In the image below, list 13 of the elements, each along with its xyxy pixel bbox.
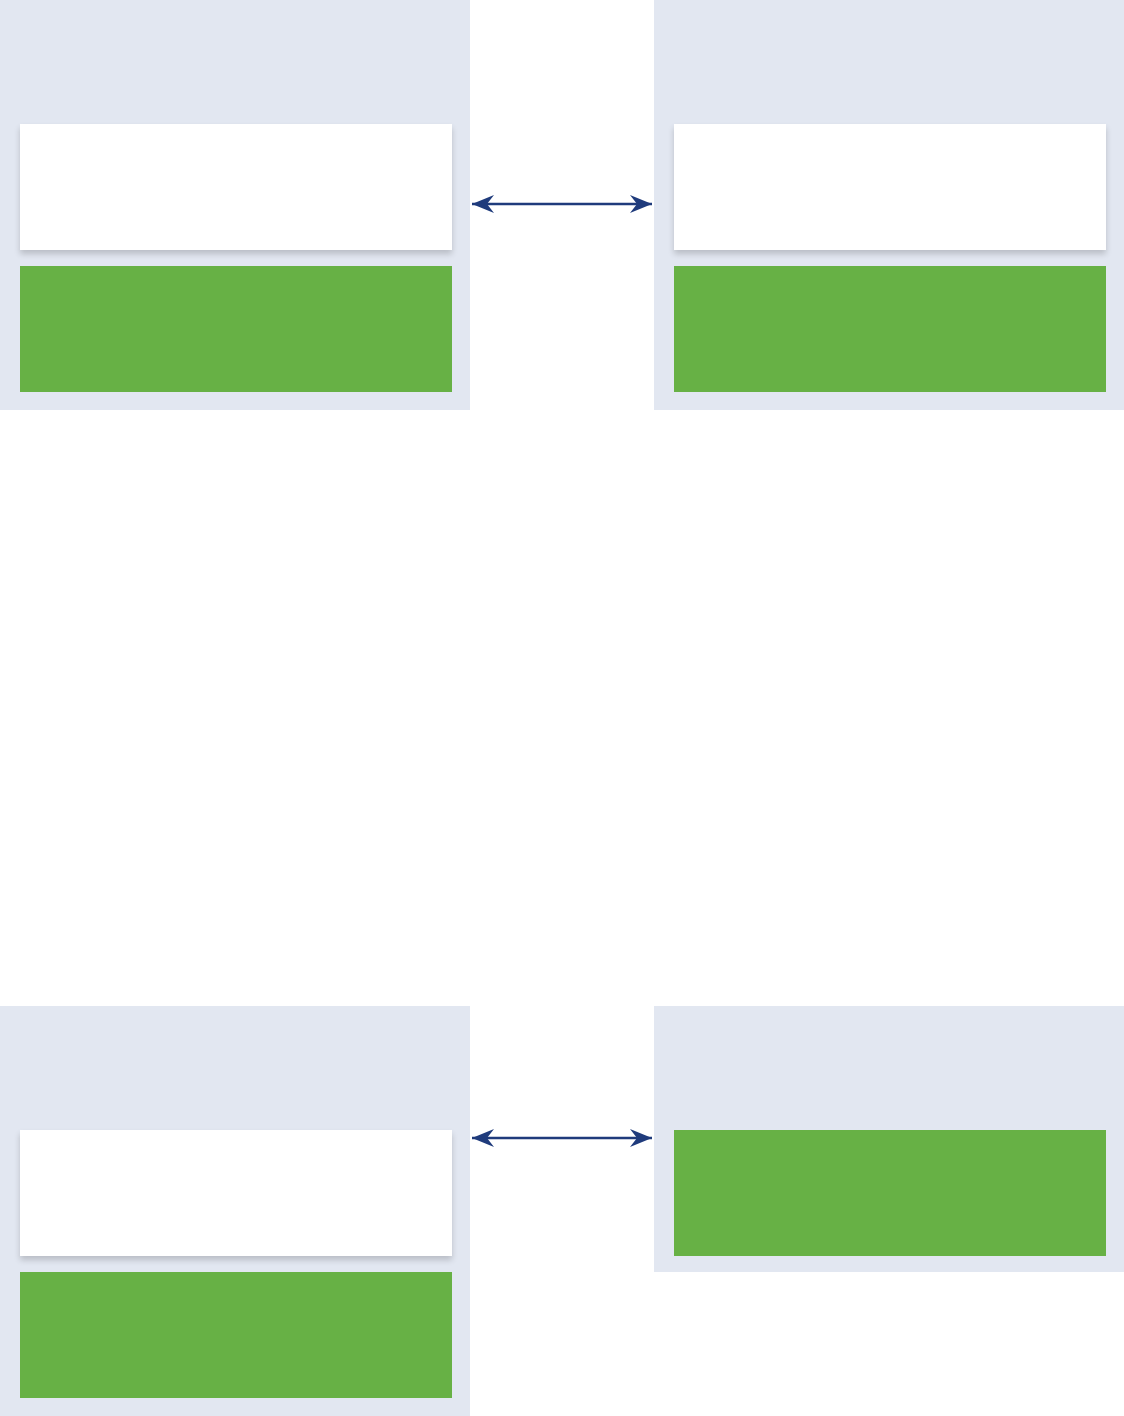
panel	[654, 1006, 1124, 1272]
filled-block	[674, 266, 1106, 392]
blank-card	[20, 124, 452, 250]
panel	[0, 0, 470, 410]
blank-card	[674, 124, 1106, 250]
panel	[0, 1006, 470, 1416]
filled-block	[674, 1130, 1106, 1256]
filled-block	[20, 266, 452, 392]
filled-block	[20, 1272, 452, 1398]
double-arrow	[472, 1129, 652, 1147]
double-arrow	[472, 195, 652, 213]
panel	[654, 0, 1124, 410]
blank-card	[20, 1130, 452, 1256]
